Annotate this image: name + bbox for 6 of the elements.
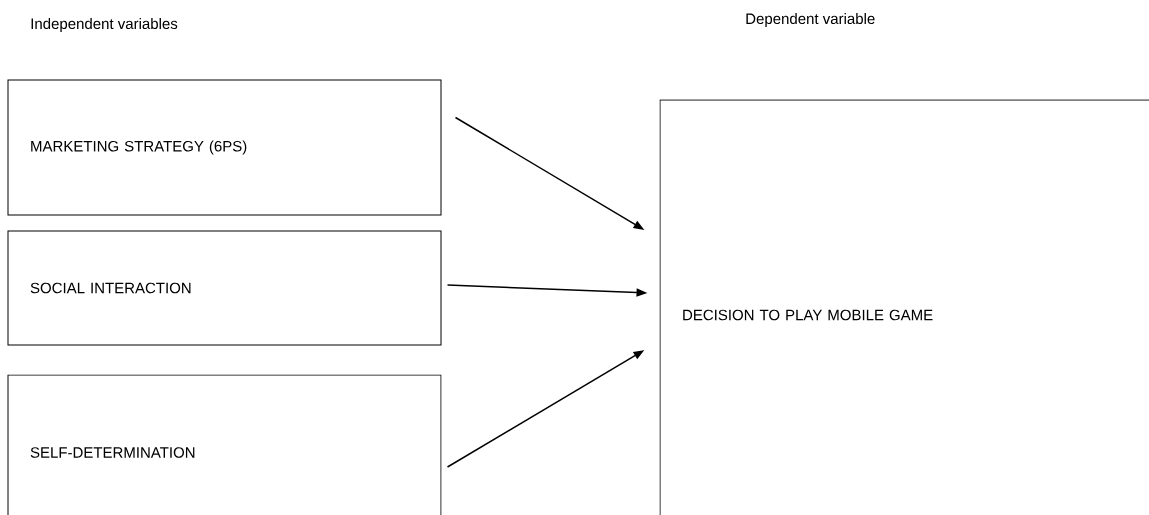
variable-box: DECISION TO PLAY MOBILE GAME <box>659 99 1149 515</box>
variable-box: SOCIAL INTERACTION <box>7 230 442 346</box>
variable-box: SELF-DETERMINATION <box>7 374 442 515</box>
heading: Independent variables <box>31 18 178 32</box>
variable-box: MARKETING STRATEGY (6PS) <box>7 79 442 216</box>
heading: Dependent variable <box>746 13 875 27</box>
